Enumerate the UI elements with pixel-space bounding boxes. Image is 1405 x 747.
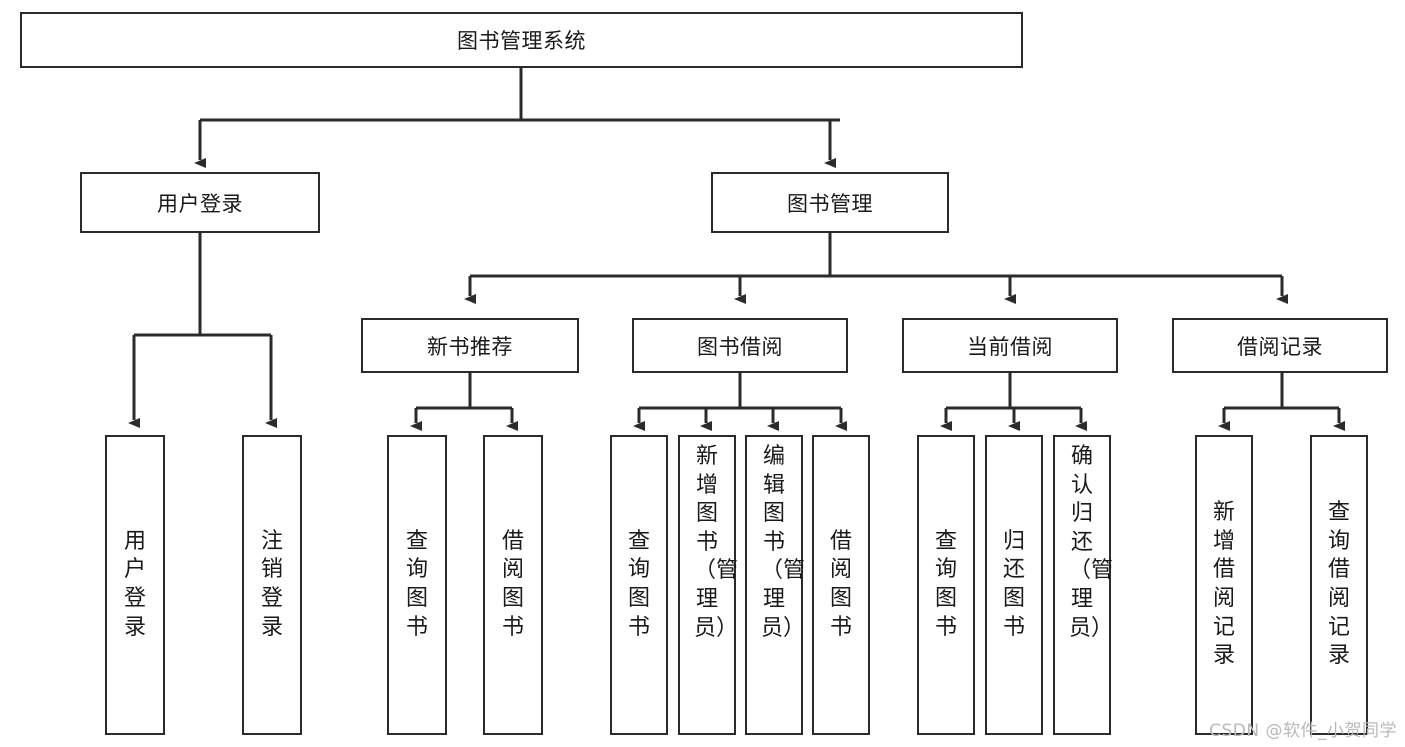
node-label: 新增借阅记录: [1212, 500, 1235, 669]
leaf-borrow-book[interactable]: 借阅图书: [812, 435, 870, 735]
node-book-management[interactable]: 图书管理: [711, 172, 949, 233]
leaf-borrow-book-recommend[interactable]: 借阅图书: [483, 435, 543, 735]
node-label: 新书推荐: [427, 334, 513, 359]
leaf-confirm-return-admin[interactable]: 确认归还（管理员）: [1053, 435, 1114, 735]
node-user-login[interactable]: 用户登录: [80, 172, 320, 233]
node-label: 查询图书: [405, 528, 428, 640]
node-label: 确认归还（管理员）: [1069, 444, 1114, 641]
node-label: 查询借阅记录: [1327, 500, 1350, 669]
node-label: 归还图书: [1002, 528, 1025, 640]
node-label: 借阅记录: [1237, 334, 1323, 359]
node-label: 当前借阅: [967, 334, 1053, 359]
leaf-query-book-recommend[interactable]: 查询图书: [387, 435, 447, 735]
leaf-query-borrow-record[interactable]: 查询借阅记录: [1310, 435, 1368, 735]
leaf-add-borrow-record[interactable]: 新增借阅记录: [1195, 435, 1253, 735]
node-root-book-management-system[interactable]: 图书管理系统: [20, 12, 1023, 68]
node-label: 图书借阅: [697, 334, 783, 359]
leaf-query-book-borrow[interactable]: 查询图书: [610, 435, 668, 735]
leaf-logout[interactable]: 注销登录: [242, 435, 302, 735]
node-label: 用户登录: [157, 191, 243, 216]
node-label: 借阅图书: [501, 528, 524, 640]
node-label: 借阅图书: [829, 528, 852, 640]
node-label: 注销登录: [260, 528, 283, 640]
node-label: 用户登录: [123, 528, 146, 640]
node-label: 图书管理: [787, 191, 873, 216]
csdn-watermark: CSDN @软件_小贺同学: [1209, 721, 1397, 741]
node-new-book-recommend[interactable]: 新书推荐: [361, 318, 579, 373]
node-label: 查询图书: [627, 528, 650, 640]
node-borrow-record[interactable]: 借阅记录: [1172, 318, 1388, 373]
node-label: 新增图书（管理员）: [694, 444, 739, 641]
leaf-user-login[interactable]: 用户登录: [105, 435, 165, 735]
node-label: 图书管理系统: [457, 29, 586, 53]
node-book-borrow[interactable]: 图书借阅: [632, 318, 848, 373]
leaf-edit-book-admin[interactable]: 编辑图书（管理员）: [745, 435, 806, 735]
leaf-query-book-current[interactable]: 查询图书: [917, 435, 975, 735]
leaf-add-book-admin[interactable]: 新增图书（管理员）: [678, 435, 739, 735]
node-current-borrow[interactable]: 当前借阅: [902, 318, 1118, 373]
leaf-return-book[interactable]: 归还图书: [985, 435, 1043, 735]
node-label: 编辑图书（管理员）: [761, 444, 806, 641]
node-label: 查询图书: [934, 528, 957, 640]
